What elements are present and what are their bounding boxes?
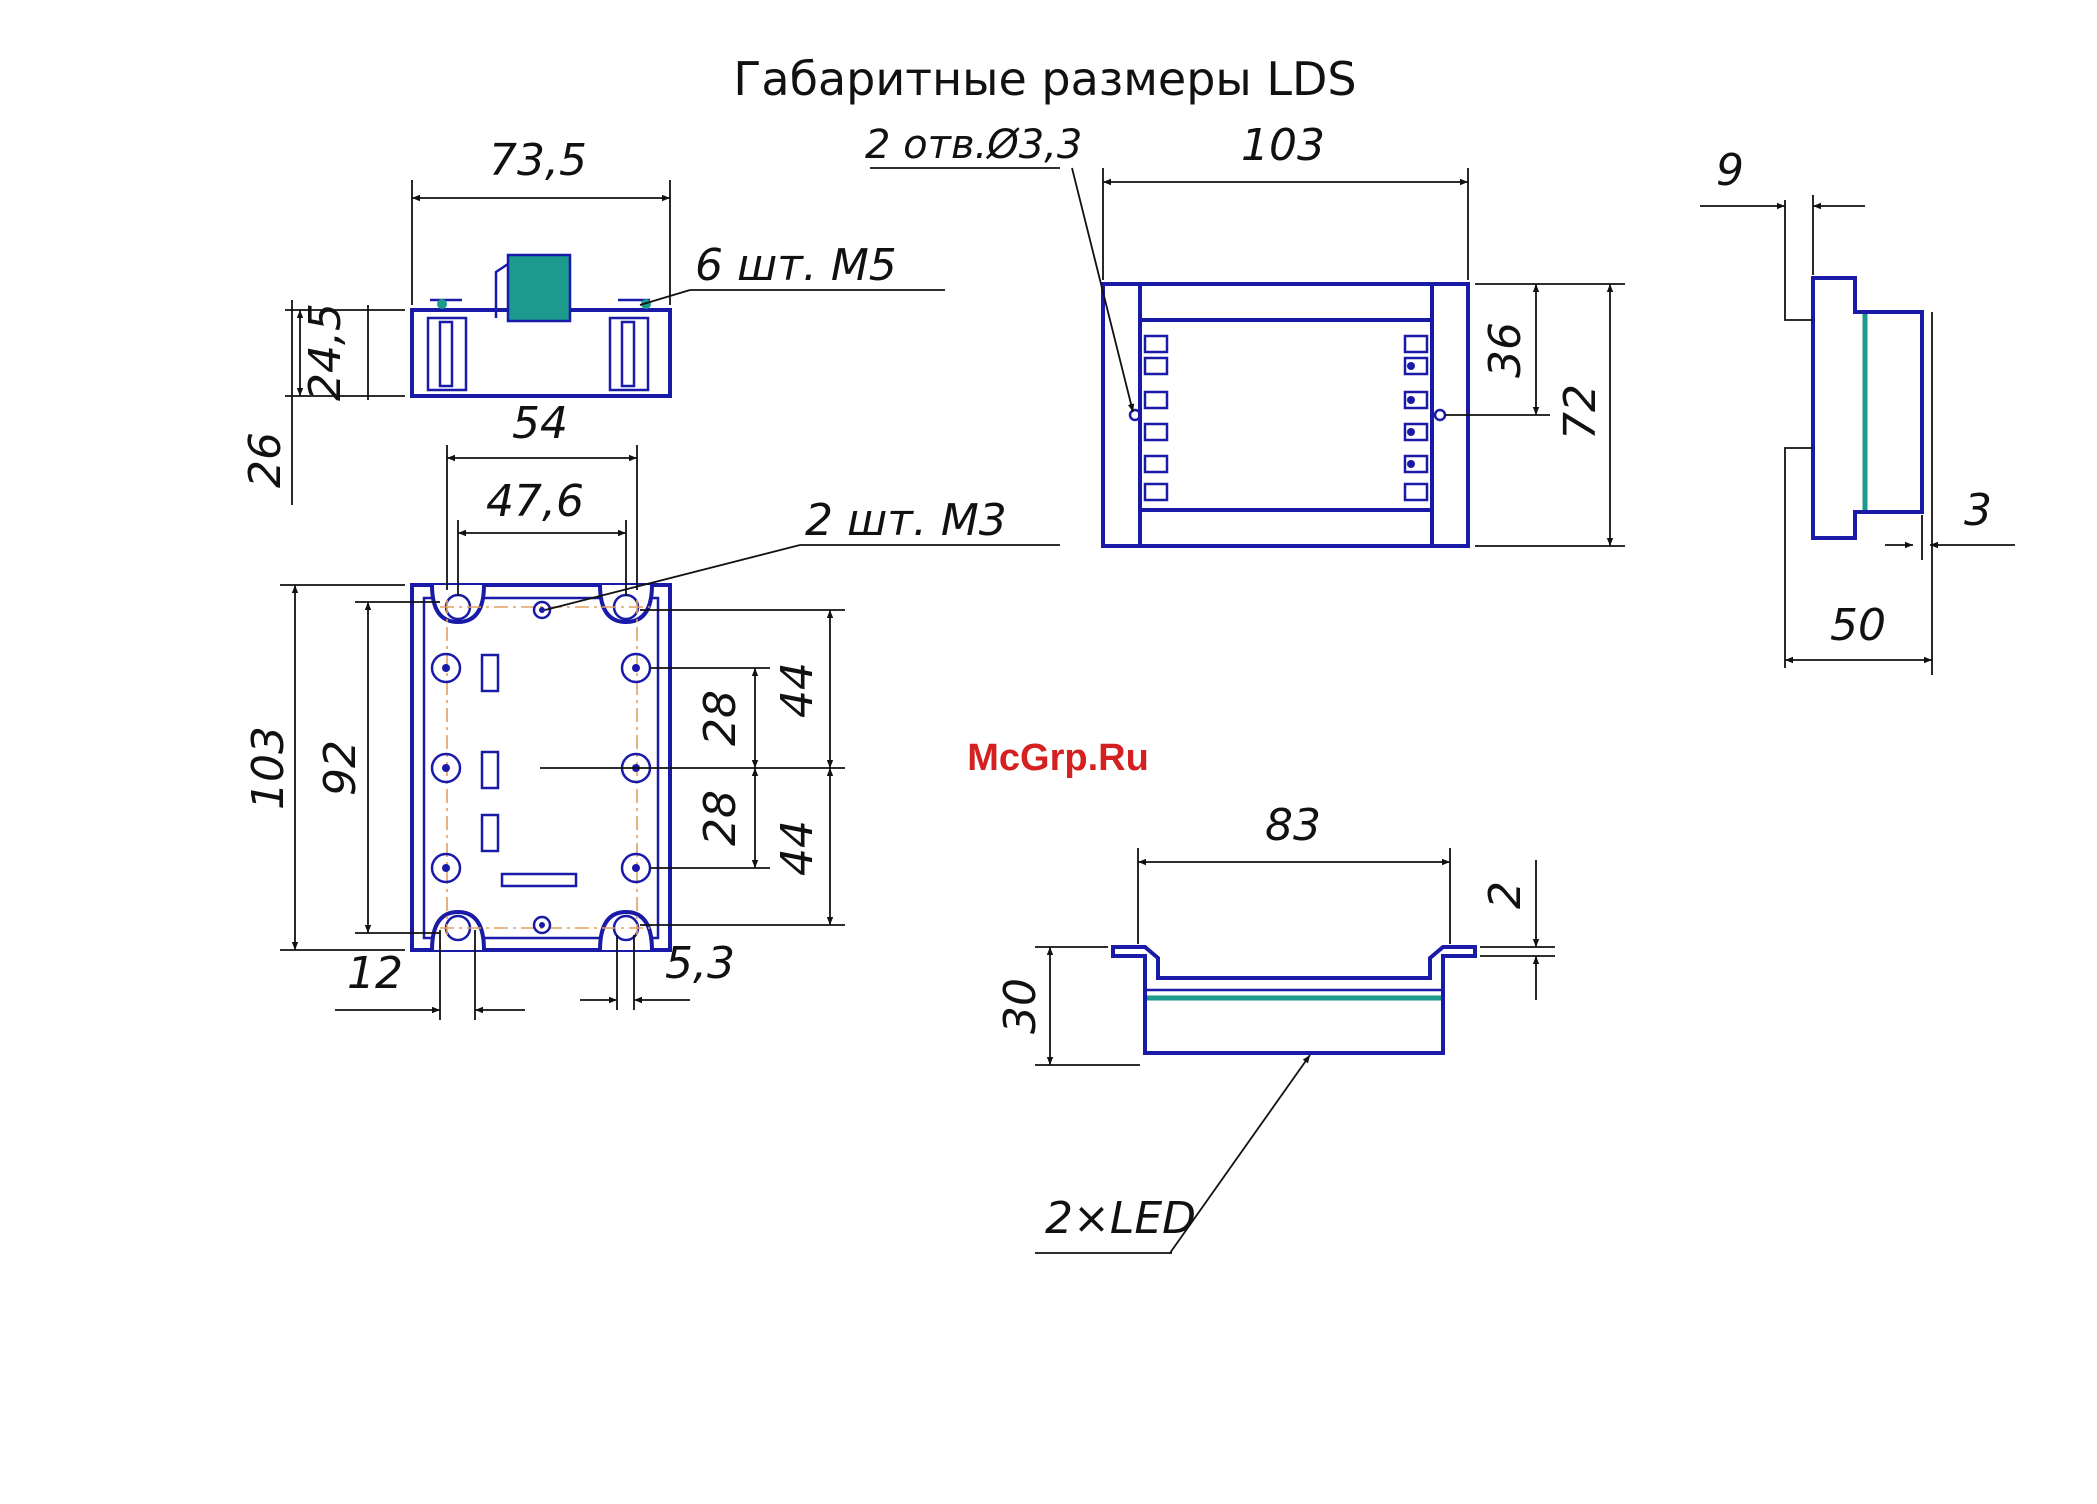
dim-top-12: 12 xyxy=(347,948,403,999)
dim-top-28a: 28 xyxy=(695,690,746,746)
watermark: McGrp.Ru xyxy=(967,737,1149,779)
side-view: 73,5 24,5 26 6 шт. М5 xyxy=(240,135,945,505)
bottom-view: 83 2 30 2×LED xyxy=(995,800,1555,1253)
dim-top-28b: 28 xyxy=(695,790,746,846)
end-view: 9 3 50 xyxy=(1700,145,2015,675)
dim-bottom-2: 2 xyxy=(1480,881,1531,909)
dim-side-height: 24,5 xyxy=(300,303,351,401)
drawing-title: Габаритные размеры LDS xyxy=(733,52,1356,106)
dim-front-103: 103 xyxy=(1241,120,1325,171)
top-view: 54 47,6 2 шт. М3 103 92 28 28 44 44 xyxy=(243,398,1060,1020)
dim-top-53: 5,3 xyxy=(665,938,735,989)
dim-top-103: 103 xyxy=(243,726,294,810)
dim-bottom-83: 83 xyxy=(1265,800,1321,851)
front-left-terminals xyxy=(1145,336,1167,500)
dim-side-width: 73,5 xyxy=(489,135,587,186)
dim-bottom-30: 30 xyxy=(995,978,1046,1034)
label-led: 2×LED xyxy=(1045,1193,1196,1244)
front-right-terminals xyxy=(1405,336,1427,500)
dim-top-44a: 44 xyxy=(772,662,823,718)
label-m5: 6 шт. М5 xyxy=(695,240,897,291)
dim-end-3: 3 xyxy=(1964,485,1992,536)
dim-top-44b: 44 xyxy=(772,820,823,876)
dim-end-50: 50 xyxy=(1830,600,1886,651)
dim-side-total: 26 xyxy=(240,432,291,488)
label-holes: 2 отв.Ø3,3 xyxy=(865,122,1082,168)
dim-top-92: 92 xyxy=(315,740,366,796)
dim-front-36: 36 xyxy=(1480,322,1531,378)
front-view: 103 2 отв.Ø3,3 36 72 xyxy=(865,120,1625,546)
dim-end-9: 9 xyxy=(1716,145,1744,196)
label-m3: 2 шт. М3 xyxy=(805,495,1007,546)
dim-top-476: 47,6 xyxy=(486,476,584,527)
dim-top-54: 54 xyxy=(512,398,568,449)
dim-front-72: 72 xyxy=(1555,384,1606,440)
